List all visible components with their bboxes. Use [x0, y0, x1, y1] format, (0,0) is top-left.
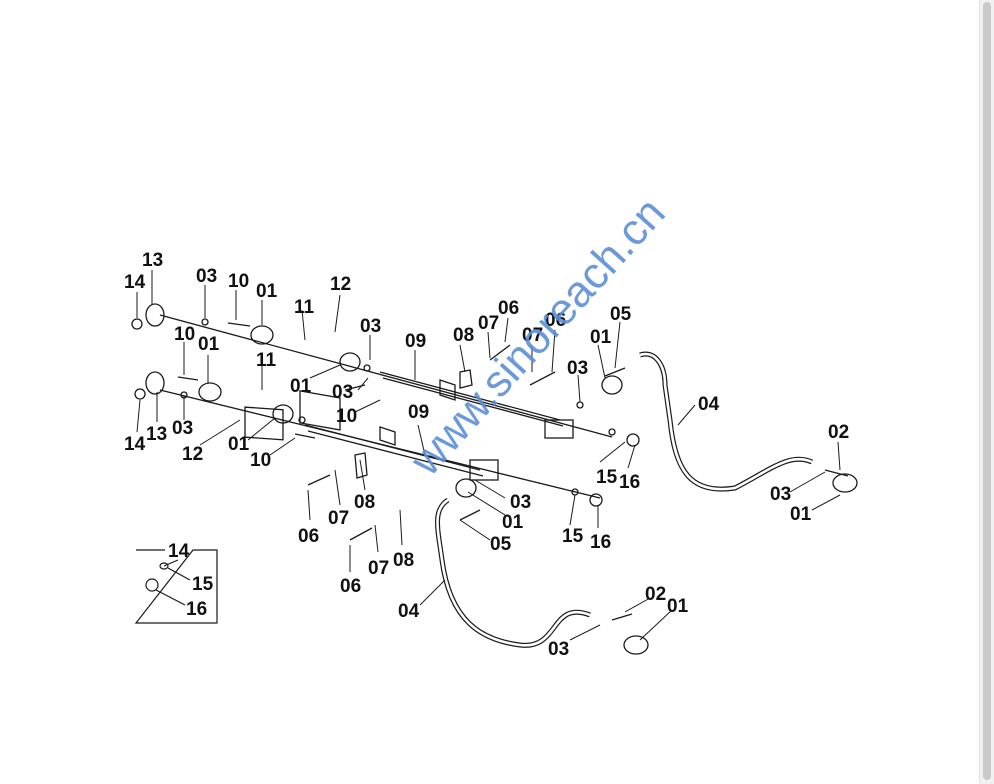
vertical-scrollbar[interactable] — [979, 0, 994, 784]
callout-15: 15 — [562, 526, 584, 547]
inset-callout-14: 14 — [168, 541, 190, 562]
callout-02: 02 — [645, 584, 666, 605]
hose-right — [639, 351, 814, 492]
bracket-09-upper — [439, 379, 456, 401]
callout-03: 03 — [510, 492, 531, 513]
callout-01: 01 — [590, 327, 612, 348]
callout-11: 11 — [256, 350, 277, 371]
callout-16: 16 — [590, 532, 611, 553]
callout-09: 09 — [405, 331, 426, 352]
callout-12: 12 — [182, 444, 203, 465]
callout-01: 01 — [667, 596, 689, 617]
callout-01: 01 — [290, 376, 312, 397]
callout-01: 01 — [790, 504, 812, 525]
callout-05: 05 — [490, 534, 512, 555]
callout-03: 03 — [770, 484, 791, 505]
callout-02: 02 — [828, 422, 849, 443]
inset-callout-16: 16 — [186, 599, 207, 620]
diagram-linework — [131, 303, 858, 655]
callout-01: 01 — [502, 512, 524, 533]
callout-08: 08 — [393, 550, 414, 571]
callout-07: 07 — [478, 313, 499, 334]
callout-06: 06 — [298, 526, 319, 547]
callout-07: 07 — [368, 558, 389, 579]
callout-03: 03 — [172, 418, 193, 439]
callout-08: 08 — [354, 492, 375, 513]
callout-10: 10 — [336, 406, 357, 427]
callout-03: 03 — [548, 639, 569, 660]
callout-16: 16 — [619, 472, 640, 493]
callout-01: 01 — [256, 281, 278, 302]
bracket-08-lower — [354, 452, 368, 479]
callout-06: 06 — [545, 310, 566, 331]
callout-03: 03 — [567, 358, 588, 379]
bracket-09-lower — [379, 426, 396, 446]
callout-10: 10 — [228, 271, 249, 292]
callout-08: 08 — [453, 325, 474, 346]
callout-13: 13 — [142, 250, 163, 271]
bracket-08-upper — [459, 369, 473, 389]
callout-15: 15 — [596, 467, 618, 488]
scrollbar-thumb[interactable] — [983, 2, 991, 780]
callout-03: 03 — [196, 266, 217, 287]
callout-12: 12 — [330, 274, 351, 295]
callout-04: 04 — [698, 394, 720, 415]
leader-lines — [136, 270, 841, 641]
callout-04: 04 — [398, 601, 420, 622]
callout-07: 07 — [522, 325, 543, 346]
callout-03: 03 — [332, 382, 353, 403]
callout-06: 06 — [340, 576, 361, 597]
callout-13: 13 — [146, 424, 167, 445]
callout-07: 07 — [328, 508, 349, 529]
upper-rod — [159, 314, 613, 438]
callout-05: 05 — [610, 304, 632, 325]
callout-11: 11 — [294, 297, 315, 318]
callout-10: 10 — [250, 450, 271, 471]
inset-box — [134, 549, 218, 624]
callout-03: 03 — [360, 316, 381, 337]
watermark: www.sinoreach.cn — [400, 188, 674, 485]
callout-14: 14 — [124, 434, 146, 455]
callout-06: 06 — [498, 298, 519, 319]
callout-09: 09 — [408, 402, 429, 423]
callout-labels: 14 13 03 10 01 12 11 03 09 08 07 06 07 0… — [124, 250, 849, 660]
inset-callout-15: 15 — [192, 574, 214, 595]
callout-01: 01 — [228, 434, 250, 455]
callout-01: 01 — [198, 334, 220, 355]
callout-14: 14 — [124, 272, 146, 293]
callout-10: 10 — [174, 324, 195, 345]
